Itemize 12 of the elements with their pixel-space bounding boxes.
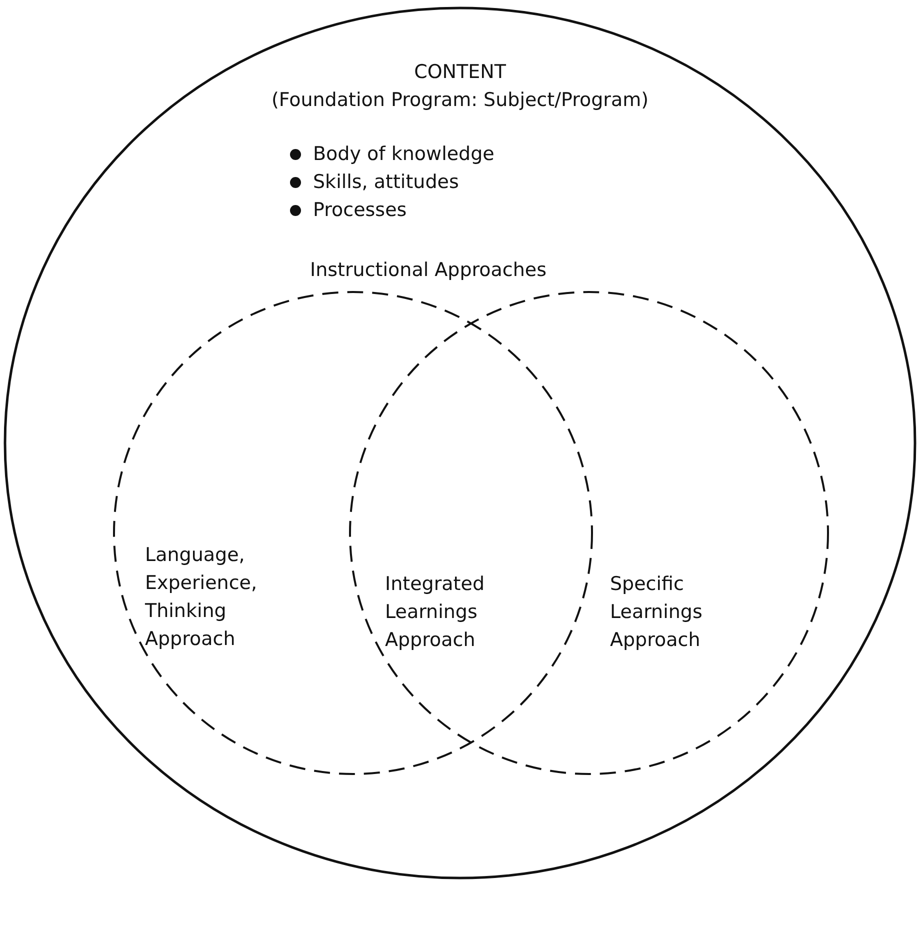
content-circle [3,6,917,880]
circle-text: Specific Learnings Approach [610,572,704,653]
bullet-item: Processes [313,198,408,223]
group-heading: Instructional Approaches [310,258,548,283]
subheading: (Foundation Program: Subject/Program) [270,88,650,113]
overlap-text: Integrated Learnings Approach [385,572,486,653]
bullet-item: Skills, attitudes [313,170,460,195]
circle-text: Language, Experience, Thinking Approach [145,543,258,652]
heading: CONTENT [413,60,507,85]
approach-circle [112,290,594,776]
approach-circle [348,290,830,776]
bullet-item: Body of knowledge [313,142,496,167]
